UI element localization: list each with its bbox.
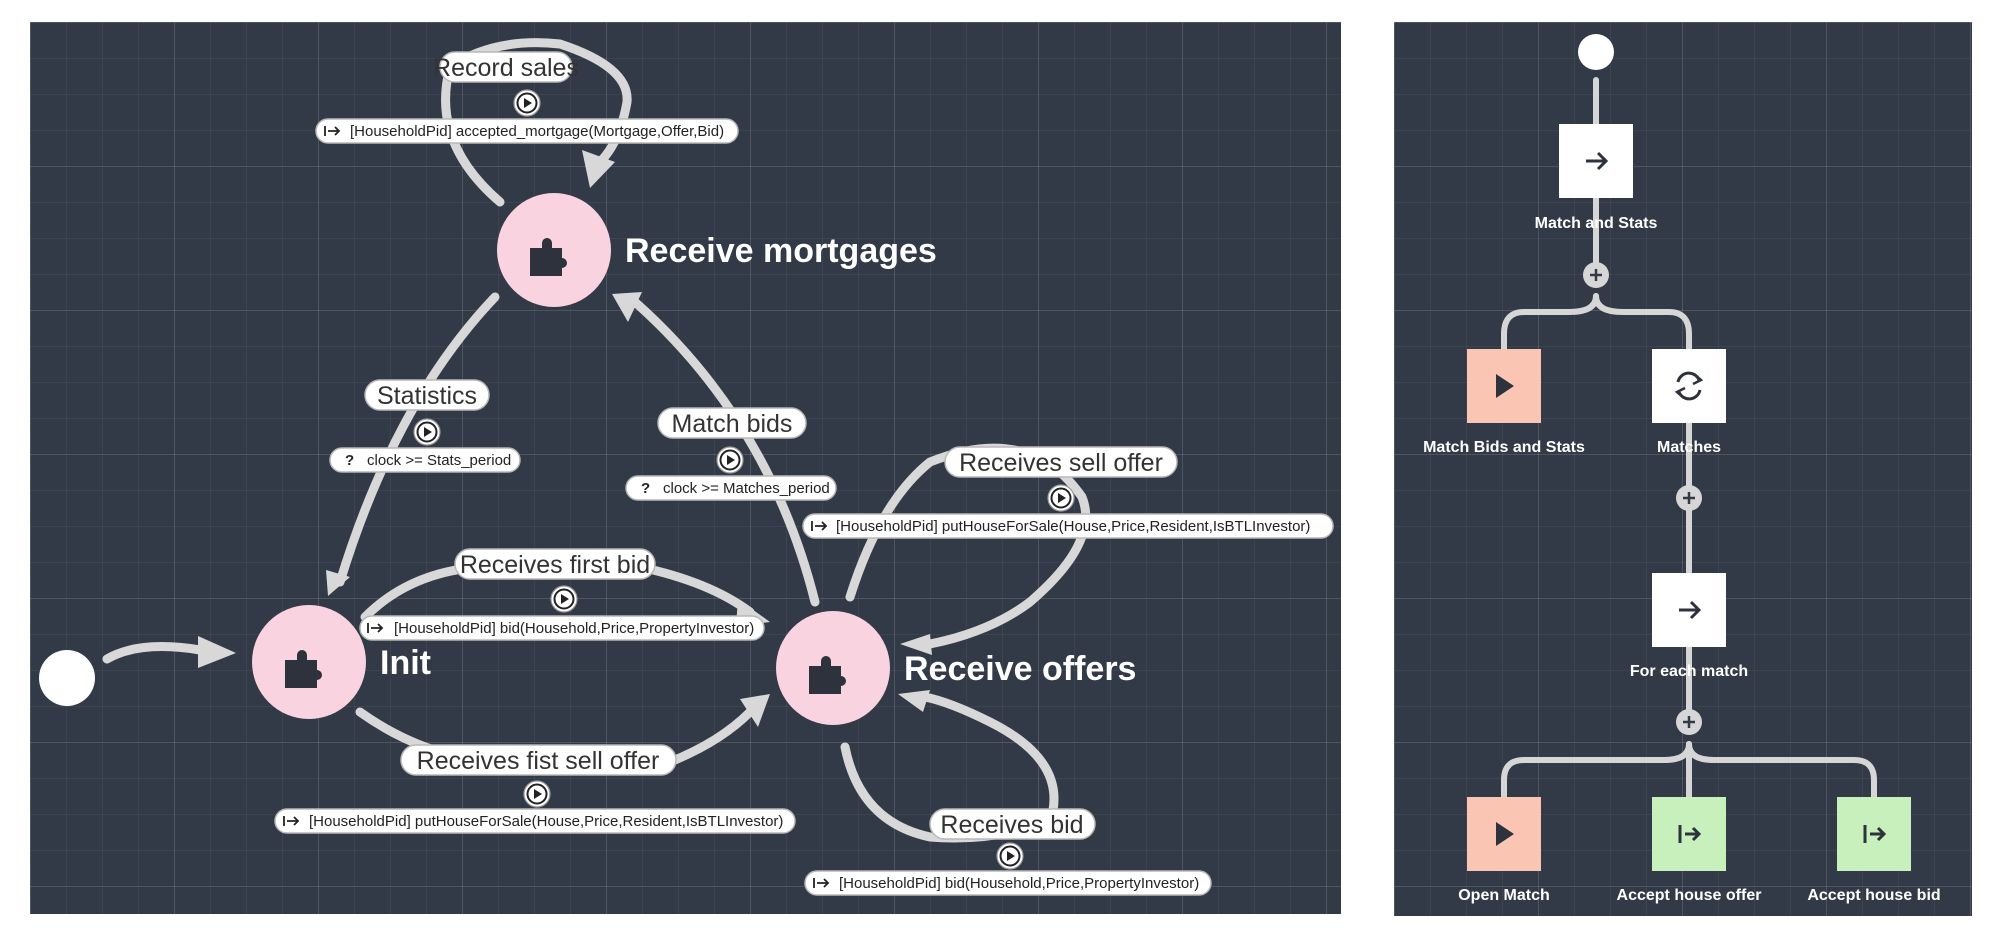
receives-sell-offer-condition: [HouseholdPid] putHouseForSale(House,Pri… (836, 518, 1310, 535)
match-bids-condition: clock >= Matches_period (663, 480, 830, 497)
flow-node-accept-house-offer[interactable]: Accept house offer (1617, 797, 1762, 904)
state-receive-mortgages[interactable]: Receive mortgages (497, 193, 937, 307)
receives-first-sell-offer-condition: [HouseholdPid] putHouseForSale(House,Pri… (309, 813, 783, 830)
statistics-condition: clock >= Stats_period (367, 452, 511, 469)
play-icon (550, 585, 578, 613)
play-icon (996, 842, 1024, 870)
state-receive-offers[interactable]: Receive offers (776, 611, 1136, 725)
refresh-icon (1674, 371, 1704, 401)
record-sales-label: Record sales (433, 54, 579, 82)
flow-node-match-and-stats[interactable]: Match and Stats (1535, 124, 1658, 232)
flow-node-open-match[interactable]: Open Match (1458, 797, 1550, 904)
play-icon (523, 780, 551, 808)
for-each-match-label: For each match (1630, 663, 1748, 680)
match-and-stats-label: Match and Stats (1535, 215, 1658, 232)
arrow-to-bar-icon (1678, 825, 1702, 843)
plus-icon[interactable] (1674, 707, 1704, 737)
statistics-label: Statistics (377, 382, 477, 410)
flow-node-for-each-match[interactable]: For each match (1630, 573, 1748, 680)
arrow-right-icon (1679, 600, 1702, 620)
play-icon (413, 418, 441, 446)
arrow-right-icon (1586, 151, 1609, 171)
flow-diagram-panel[interactable]: Match and Stats Match Bids and Stats Mat… (1394, 22, 1972, 916)
play-icon (1496, 822, 1514, 846)
initial-state-dot (39, 650, 95, 706)
receive-offers-title: Receive offers (904, 650, 1136, 688)
accept-house-bid-label: Accept house bid (1807, 887, 1940, 904)
question-icon: ? (345, 452, 354, 469)
receives-first-bid-label: Receives first bid (460, 551, 650, 579)
open-match-label: Open Match (1458, 887, 1550, 904)
accept-house-offer-label: Accept house offer (1617, 887, 1762, 904)
play-icon (1496, 374, 1514, 398)
record-sales-condition: [HouseholdPid] accepted_mortgage(Mortgag… (350, 123, 724, 140)
play-icon (1047, 484, 1075, 512)
receives-first-bid-condition: [HouseholdPid] bid(Household,Price,Prope… (394, 620, 754, 637)
state-init[interactable]: Init (252, 605, 431, 719)
match-bids-and-stats-label: Match Bids and Stats (1423, 439, 1585, 456)
receives-sell-offer-label: Receives sell offer (959, 449, 1163, 477)
plus-icon[interactable] (1581, 260, 1611, 290)
plus-icon[interactable] (1674, 483, 1704, 513)
receives-bid-condition: [HouseholdPid] bid(Household,Price,Prope… (839, 875, 1199, 892)
receive-mortgages-title: Receive mortgages (625, 232, 937, 270)
edge-receives-sell-offer[interactable] (845, 443, 1091, 655)
edge-statistics[interactable] (326, 292, 500, 596)
receives-bid-label: Receives bid (940, 811, 1083, 839)
flow-node-accept-house-bid[interactable]: Accept house bid (1807, 797, 1941, 904)
flow-start-dot (1578, 34, 1614, 70)
state-diagram-panel[interactable]: Record sales [HouseholdPid] accepted_mor… (30, 22, 1341, 914)
play-icon (716, 446, 744, 474)
matches-label: Matches (1657, 439, 1721, 456)
question-icon: ? (641, 480, 650, 497)
flow-node-match-bids-and-stats[interactable]: Match Bids and Stats (1423, 349, 1585, 456)
match-bids-label: Match bids (672, 410, 793, 438)
play-icon (513, 89, 541, 117)
flow-node-matches[interactable]: Matches (1652, 349, 1726, 456)
init-title: Init (380, 644, 431, 682)
arrow-to-bar-icon (1863, 825, 1887, 843)
receives-first-sell-offer-label: Receives fist sell offer (417, 747, 660, 775)
